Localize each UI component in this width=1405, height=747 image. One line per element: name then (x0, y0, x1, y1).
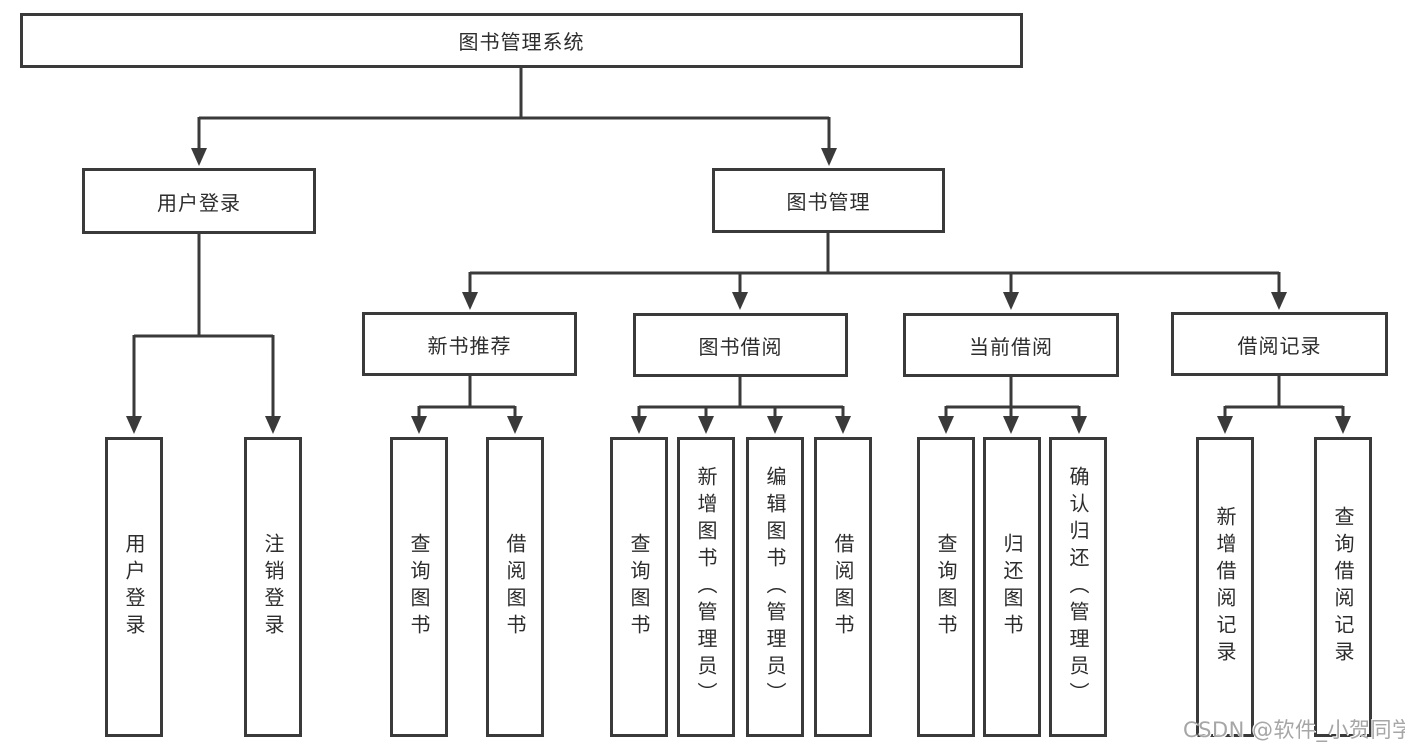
leaf-borrow-books: 借阅图书 (814, 437, 872, 737)
node-book-management: 图书管理 (712, 168, 945, 233)
leaf-borrow-books-label: 借阅图书 (831, 533, 855, 641)
leaf-query-books-recommend: 查询图书 (390, 437, 448, 737)
leaf-logout-label: 注销登录 (261, 533, 285, 641)
leaf-add-borrow-record: 新增借阅记录 (1196, 437, 1254, 737)
leaf-logout: 注销登录 (244, 437, 302, 737)
node-borrow-records-label: 借阅记录 (1237, 333, 1322, 358)
leaf-edit-books-admin-label: 编辑图书（管理员） (763, 465, 787, 709)
leaf-add-books-admin-label: 新增图书（管理员） (694, 465, 718, 709)
node-new-book-recommend: 新书推荐 (362, 312, 577, 376)
node-book-borrow: 图书借阅 (633, 313, 848, 377)
node-current-borrow: 当前借阅 (903, 313, 1119, 377)
leaf-edit-books-admin: 编辑图书（管理员） (746, 437, 804, 737)
csdn-watermark: CSDN @软件_小贺同学 (1183, 718, 1405, 742)
connector-root-to-level2 (191, 67, 837, 166)
leaf-query-books-current-label: 查询图书 (934, 533, 958, 641)
leaf-confirm-return-admin-label: 确认归还（管理员） (1066, 465, 1090, 709)
leaf-confirm-return-admin: 确认归还（管理员） (1049, 437, 1107, 737)
node-book-borrow-label: 图书借阅 (698, 334, 783, 359)
connector-current-borrow-subtree (938, 377, 1087, 434)
leaf-user-login-label: 用户登录 (122, 533, 146, 641)
node-root-system: 图书管理系统 (20, 13, 1023, 68)
leaf-query-books-recommend-label: 查询图书 (407, 533, 431, 641)
node-book-management-label: 图书管理 (786, 190, 871, 214)
leaf-return-books-label: 归还图书 (1000, 533, 1024, 641)
node-user-login: 用户登录 (82, 168, 316, 234)
node-user-login-label: 用户登录 (157, 190, 241, 215)
connector-new-book-recommend-subtree (411, 376, 523, 434)
leaf-borrow-books-recommend-label: 借阅图书 (503, 533, 527, 641)
leaf-query-borrow-record-label: 查询借阅记录 (1331, 506, 1355, 668)
connector-user-login-subtree (126, 234, 281, 434)
node-root-label: 图书管理系统 (458, 30, 585, 54)
node-borrow-records: 借阅记录 (1171, 312, 1388, 376)
connector-book-management-to-level3 (462, 233, 1287, 310)
connector-borrow-records-subtree (1217, 376, 1351, 434)
leaf-query-borrow-record: 查询借阅记录 (1314, 437, 1372, 737)
leaf-add-borrow-record-label: 新增借阅记录 (1213, 506, 1237, 668)
leaf-add-books-admin: 新增图书（管理员） (677, 437, 735, 737)
node-current-borrow-label: 当前借阅 (969, 334, 1053, 359)
leaf-borrow-books-recommend: 借阅图书 (486, 437, 544, 737)
connector-book-borrow-subtree (631, 377, 851, 434)
leaf-query-books-current: 查询图书 (917, 437, 975, 737)
leaf-user-login: 用户登录 (105, 437, 163, 737)
leaf-query-books-borrow-label: 查询图书 (627, 533, 651, 641)
node-new-book-recommend-label: 新书推荐 (427, 333, 512, 358)
leaf-return-books: 归还图书 (983, 437, 1041, 737)
leaf-query-books-borrow: 查询图书 (610, 437, 668, 737)
